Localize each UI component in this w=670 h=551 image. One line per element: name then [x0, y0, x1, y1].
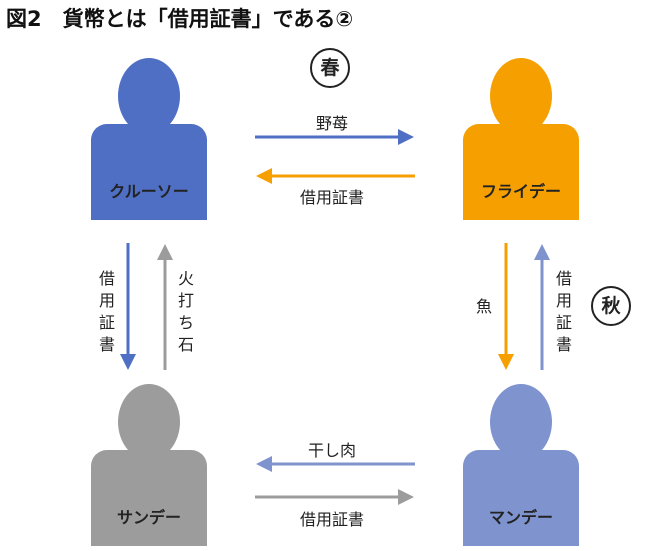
friday-head-icon	[490, 58, 552, 134]
person-monday: マンデー	[463, 384, 579, 550]
person-friday: フライデー	[463, 58, 579, 224]
arrow-iou-right-icon	[534, 244, 550, 370]
label-flint: 火打ち石	[177, 269, 194, 354]
label-iou-right: 借用証書	[555, 269, 572, 354]
label-iou-bottom: 借用証書	[300, 510, 365, 529]
person-crusoe: クルーソー	[91, 58, 207, 224]
arrow-iou-left-icon	[120, 243, 136, 370]
label-dried-meat: 干し肉	[308, 441, 357, 460]
arrow-flint-icon	[157, 244, 173, 370]
arrow-fish-icon	[498, 243, 514, 370]
label-strawberries: 野苺	[316, 114, 349, 133]
arrow-iou-bottom-icon	[255, 489, 414, 505]
crusoe-head-icon	[118, 58, 180, 134]
monday-head-icon	[490, 384, 552, 460]
monday-body-icon	[463, 450, 579, 546]
crusoe-body-icon	[91, 124, 207, 220]
sunday-name: サンデー	[116, 508, 181, 527]
season-spring-badge: 春	[310, 48, 350, 88]
sunday-head-icon	[118, 384, 180, 460]
person-sunday: サンデー	[91, 384, 207, 550]
friday-body-icon	[463, 124, 579, 220]
season-autumn-badge: 秋	[591, 286, 631, 326]
friday-name: フライデー	[480, 182, 561, 201]
arrow-strawberries-icon	[255, 129, 414, 145]
sunday-body-icon	[91, 450, 207, 546]
label-fish: 魚	[475, 297, 492, 316]
figure-title: 図2 貨幣とは「借用証書」である②	[6, 7, 354, 31]
arrow-iou-top-icon	[256, 168, 415, 184]
monday-name: マンデー	[488, 508, 553, 527]
label-iou-left: 借用証書	[98, 269, 115, 354]
crusoe-name: クルーソー	[109, 182, 189, 201]
arrow-dried-meat-icon	[256, 456, 415, 472]
label-iou-top: 借用証書	[300, 188, 365, 207]
